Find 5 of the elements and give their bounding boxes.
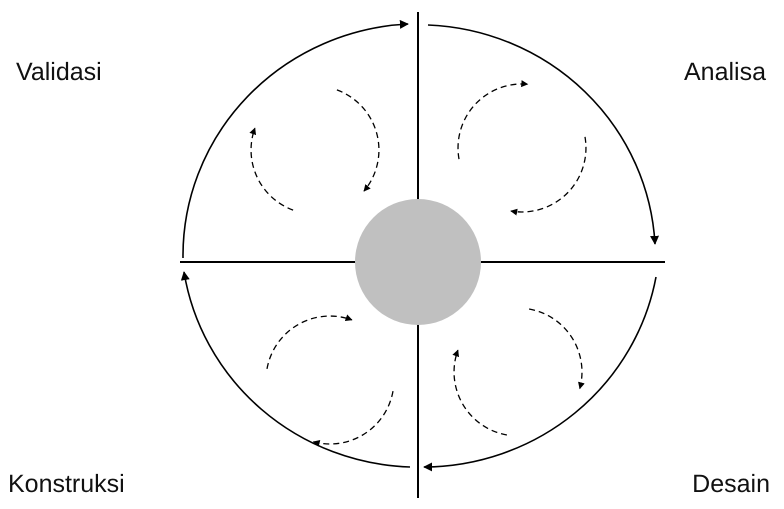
center-circle (355, 199, 481, 325)
quadrant-label: Desain (692, 472, 770, 497)
quadrant-label: Analisa (684, 60, 766, 85)
quadrant-label: Validasi (16, 60, 102, 85)
quadrant-label: Konstruksi (8, 472, 125, 497)
